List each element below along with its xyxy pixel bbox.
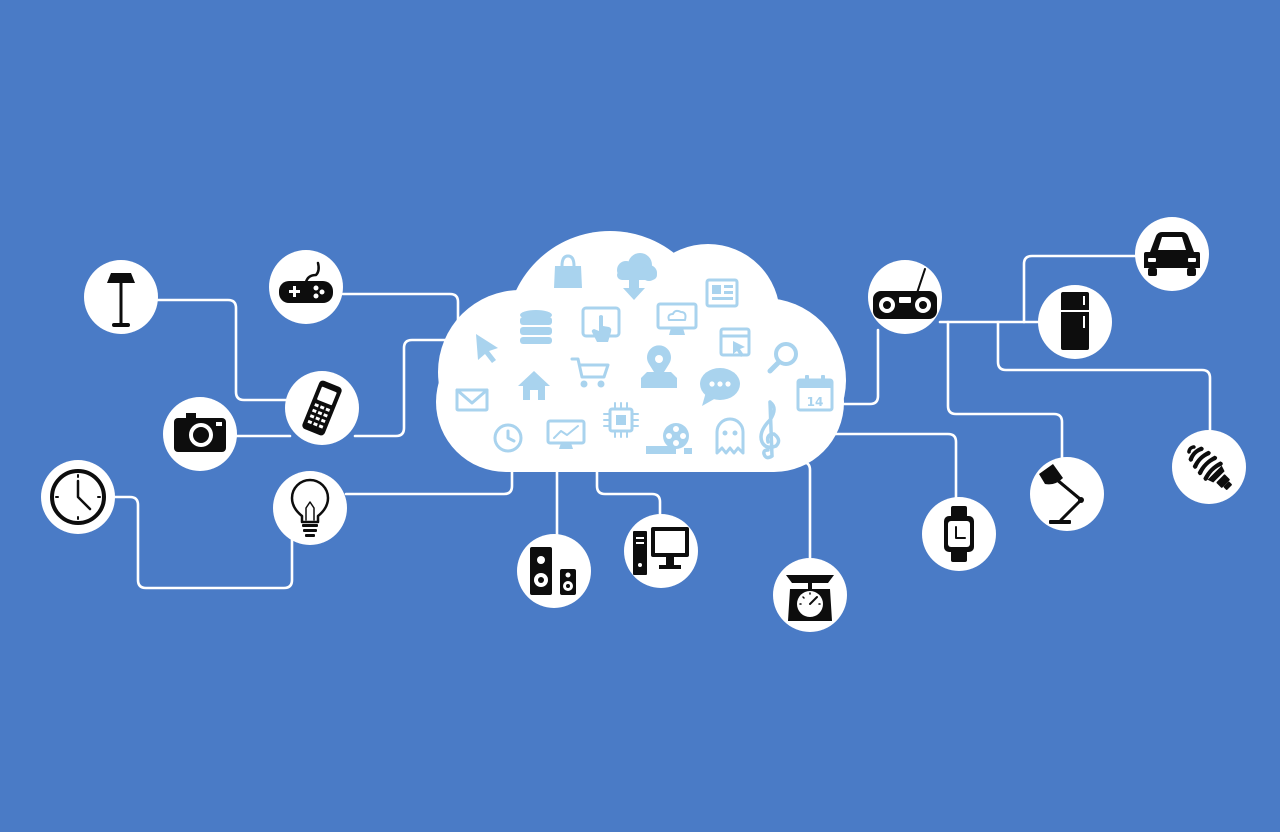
wire-watch <box>832 432 958 500</box>
window-click-icon <box>719 327 751 357</box>
calendar-icon: 14 <box>796 375 834 412</box>
chip-icon <box>603 402 639 438</box>
wristwatch-icon <box>944 506 974 562</box>
device-node-gamepad <box>269 250 343 324</box>
shopping-bag-icon <box>554 254 582 288</box>
wire-desktop <box>595 468 662 516</box>
monitor-cloud-icon <box>656 302 698 335</box>
device-node-mobile-phone <box>285 371 359 445</box>
desk-lamp-icon <box>1039 464 1084 524</box>
wire-mobile-phone <box>353 338 454 438</box>
shopping-cart-icon <box>570 357 610 388</box>
light-bulb-icon <box>290 478 330 537</box>
device-node-car <box>1135 217 1209 291</box>
device-node-speakers <box>517 534 591 608</box>
wire-light-bulb <box>344 468 514 496</box>
calendar-date-label: 14 <box>807 395 824 409</box>
film-reel-icon <box>646 423 692 454</box>
device-node-radio <box>868 260 942 334</box>
newspaper-icon <box>705 278 739 308</box>
database-icon <box>520 310 552 344</box>
boombox-radio-icon <box>873 268 937 319</box>
device-node-floor-lamp <box>84 260 158 334</box>
gamepad-icon <box>279 261 333 303</box>
wire-radio <box>840 328 880 406</box>
device-node-camera <box>163 397 237 471</box>
camera-icon <box>174 413 226 452</box>
kitchen-scale-icon <box>786 575 834 621</box>
refrigerator-icon <box>1061 292 1089 350</box>
mobile-phone-icon <box>302 380 342 436</box>
monitor-chart-icon <box>546 419 586 449</box>
home-icon <box>518 371 550 400</box>
wire-desk-lamp <box>946 320 1064 460</box>
wall-clock-icon <box>50 469 106 525</box>
search-icon <box>767 342 798 374</box>
wire-car <box>1022 254 1140 324</box>
central-cloud: 14 <box>436 231 846 472</box>
speakers-icon <box>530 547 576 595</box>
spiral-light-bulb-icon <box>1187 445 1232 490</box>
device-node-spiral-bulb <box>1172 430 1246 504</box>
desktop-computer-icon <box>633 527 689 575</box>
device-node-desktop <box>624 514 698 588</box>
device-node-desk-lamp <box>1030 457 1104 531</box>
wire-spiral-bulb <box>996 320 1212 434</box>
wire-floor-lamp <box>156 298 294 402</box>
cloud-download-icon <box>617 253 657 300</box>
device-node-refrigerator <box>1038 285 1112 359</box>
cursor-arrow-icon <box>476 334 498 363</box>
car-icon <box>1144 232 1200 276</box>
device-node-wall-clock <box>41 460 115 534</box>
device-node-scale <box>773 558 847 632</box>
treble-clef-icon <box>759 400 781 460</box>
chat-bubble-icon <box>700 368 740 406</box>
map-pin-icon <box>641 345 677 388</box>
device-node-watch <box>922 497 996 571</box>
clock-icon <box>493 423 523 453</box>
tablet-touch-icon <box>581 306 621 342</box>
floor-lamp-icon <box>107 273 135 327</box>
wire-wall-clock <box>112 495 294 590</box>
mail-icon <box>455 388 489 412</box>
ghost-icon <box>715 417 745 455</box>
device-node-light-bulb <box>273 471 347 545</box>
